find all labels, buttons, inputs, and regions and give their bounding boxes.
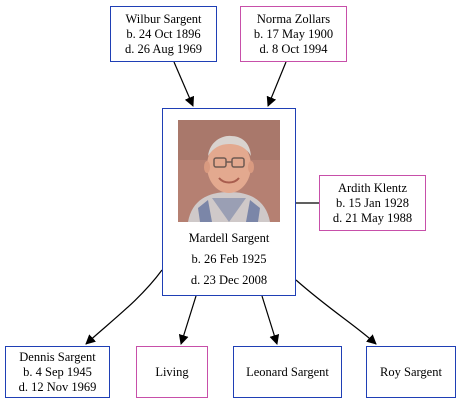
person-name: Ardith Klentz (337, 180, 408, 195)
person-node-ardith-klentz[interactable]: Ardith Klentz b. 15 Jan 1928 d. 21 May 1… (319, 175, 426, 231)
person-death: d. 8 Oct 1994 (259, 41, 328, 56)
person-node-norma-zollars[interactable]: Norma Zollars b. 17 May 1900 d. 8 Oct 19… (240, 6, 347, 62)
person-death: d. 23 Dec 2008 (190, 273, 268, 287)
edge-norma-to-mardell (266, 61, 287, 107)
person-name: Norma Zollars (256, 11, 331, 26)
edge-mardell-to-roy (295, 279, 377, 345)
person-node-roy-sargent[interactable]: Roy Sargent (366, 346, 456, 398)
person-birth: b. 15 Jan 1928 (336, 195, 409, 210)
person-name: Roy Sargent (380, 364, 442, 379)
edge-mardell-to-living (178, 295, 197, 345)
person-birth: b. 17 May 1900 (253, 26, 334, 41)
person-death: d. 26 Aug 1969 (124, 41, 203, 56)
person-name: Leonard Sargent (246, 364, 329, 379)
person-birth: b. 4 Sep 1945 (23, 364, 92, 379)
person-node-leonard-sargent[interactable]: Leonard Sargent (233, 346, 342, 398)
person-node-living[interactable]: Living (136, 346, 208, 398)
edge-mardell-to-leonard (261, 295, 280, 345)
person-name: Mardell Sargent (188, 231, 270, 245)
person-name: Living (155, 364, 189, 379)
person-node-dennis-sargent[interactable]: Dennis Sargent b. 4 Sep 1945 d. 12 Nov 1… (5, 346, 110, 398)
edge-mardell-to-dennis (85, 269, 163, 345)
person-node-wilbur-sargent[interactable]: Wilbur Sargent b. 24 Oct 1896 d. 26 Aug … (110, 6, 217, 62)
person-name: Dennis Sargent (19, 349, 96, 364)
person-name: Wilbur Sargent (125, 11, 202, 26)
portrait-photo (178, 120, 280, 222)
person-birth: b. 24 Oct 1896 (126, 26, 201, 41)
person-node-mardell-sargent[interactable]: Mardell Sargent b. 26 Feb 1925 d. 23 Dec… (162, 108, 296, 296)
edge-wilbur-to-mardell (173, 61, 195, 107)
person-birth: b. 26 Feb 1925 (191, 252, 267, 266)
person-death: d. 12 Nov 1969 (18, 379, 97, 394)
person-death: d. 21 May 1988 (332, 210, 413, 225)
